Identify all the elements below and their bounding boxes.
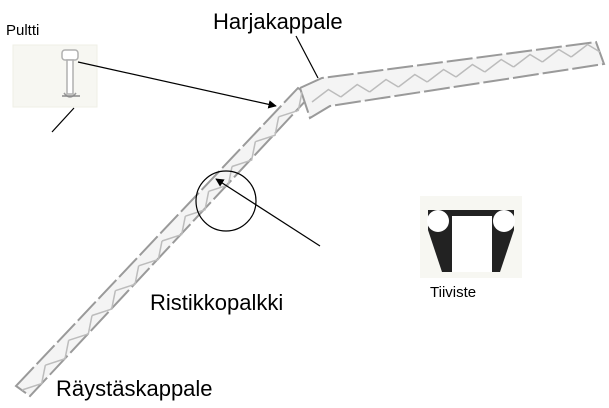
truss-lower-member [14, 86, 312, 398]
truss-lattice-left [21, 91, 303, 391]
truss-diagonal [255, 116, 280, 143]
truss-diagonal [513, 53, 543, 68]
truss-diagonal [45, 340, 70, 366]
detail-circle [195, 170, 257, 232]
truss-diagonal [570, 43, 601, 58]
truss-upper-member [298, 40, 606, 120]
truss-diagonal [115, 265, 140, 292]
truss-diagonal [185, 191, 210, 217]
truss-diagonal [426, 68, 457, 83]
bolt-label: Pultti [6, 22, 40, 39]
truss-diagonal [21, 365, 47, 391]
ridge-piece-label: Harjakappale [213, 9, 343, 34]
truss-diagonal [397, 73, 428, 88]
truss-diagonal [91, 290, 117, 317]
lattice-beam-label: Ristikkopalkki [150, 290, 284, 315]
ridge-leader [295, 35, 319, 79]
truss-diagonal [455, 63, 486, 78]
truss-diagonal [541, 48, 572, 63]
truss-diagonal [369, 78, 399, 93]
truss-diagonal [484, 58, 514, 73]
truss-lattice-right [311, 43, 601, 103]
truss-diagonal [311, 88, 342, 103]
truss-diagonal [138, 240, 163, 267]
seal-icon [420, 196, 522, 278]
truss-arrow [215, 178, 321, 247]
truss-diagonal [208, 166, 233, 193]
truss-diagonal [278, 91, 303, 118]
eave-piece-label: Räystäskappale [56, 376, 213, 401]
bolt-icon [12, 44, 98, 108]
truss-diagonal [68, 315, 93, 342]
seal-label: Tiiviste [430, 284, 477, 301]
truss-diagonal [340, 83, 370, 98]
bolt-arrow [77, 61, 277, 109]
truss-diagonal [161, 216, 187, 242]
bolt-leader [51, 107, 75, 133]
truss-diagonal [231, 141, 257, 168]
